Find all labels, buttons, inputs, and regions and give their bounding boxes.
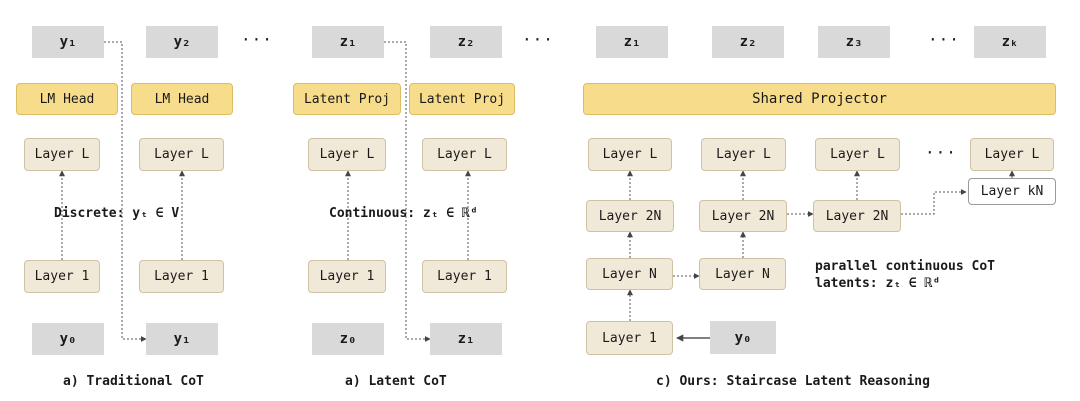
input-token-y0: y₀ xyxy=(32,323,104,355)
layer-2N-box: Layer 2N xyxy=(586,200,674,232)
parallel-latents-annotation: parallel continuous CoT latents: zₜ ∈ ℝᵈ xyxy=(815,259,996,291)
output-latent-z2: z₂ xyxy=(712,26,784,58)
latent-proj-box: Latent Proj xyxy=(293,83,401,115)
latent-proj-box: Latent Proj xyxy=(409,83,515,115)
layer-L-box: Layer L xyxy=(815,138,900,171)
lm-head-box: LM Head xyxy=(131,83,233,115)
output-latent-z1: z₁ xyxy=(596,26,668,58)
output-latent-z1: z₁ xyxy=(312,26,384,58)
input-token-y0: y₀ xyxy=(710,321,776,354)
layer-1-box: Layer 1 xyxy=(139,260,224,293)
layer-N-box: Layer N xyxy=(699,258,786,290)
output-latent-z2: z₂ xyxy=(430,26,502,58)
caption-staircase-latent-reasoning: c) Ours: Staircase Latent Reasoning xyxy=(656,374,930,389)
layer-1-box: Layer 1 xyxy=(24,260,100,293)
layer-L-box: Layer L xyxy=(139,138,224,171)
layer-2N-box: Layer 2N xyxy=(813,200,901,232)
input-latent-z0: z₀ xyxy=(312,323,384,355)
input-token-y1: y₁ xyxy=(146,323,218,355)
discrete-annotation: Discrete: yₜ ∈ V xyxy=(54,206,180,221)
shared-projector-box: Shared Projector xyxy=(583,83,1056,115)
layer-1-box: Layer 1 xyxy=(422,260,507,293)
output-latent-z3: z₃ xyxy=(818,26,890,58)
output-token-y1: y₁ xyxy=(32,26,104,58)
layer-L-box: Layer L xyxy=(701,138,786,171)
output-latent-zk: zₖ xyxy=(974,26,1046,58)
input-latent-z1: z₁ xyxy=(430,323,502,355)
ellipsis: ··· xyxy=(925,143,957,162)
continuous-annotation: Continuous: zₜ ∈ ℝᵈ xyxy=(329,206,478,221)
ellipsis: ··· xyxy=(928,30,960,49)
output-token-y2: y₂ xyxy=(146,26,218,58)
layer-L-box: Layer L xyxy=(308,138,386,171)
layer-kN-box: Layer kN xyxy=(968,178,1056,205)
caption-latent-cot: a) Latent CoT xyxy=(345,374,447,389)
ellipsis: ··· xyxy=(522,30,554,49)
layer-L-box: Layer L xyxy=(422,138,507,171)
layer-L-box: Layer L xyxy=(588,138,672,171)
layer-1-box: Layer 1 xyxy=(586,321,673,355)
layer-L-box: Layer L xyxy=(970,138,1054,171)
layer-1-box: Layer 1 xyxy=(308,260,386,293)
ellipsis: ··· xyxy=(241,30,273,49)
layer-N-box: Layer N xyxy=(586,258,673,290)
layer-2N-box: Layer 2N xyxy=(699,200,787,232)
lm-head-box: LM Head xyxy=(16,83,118,115)
layer-L-box: Layer L xyxy=(24,138,100,171)
caption-traditional-cot: a) Traditional CoT xyxy=(63,374,204,389)
